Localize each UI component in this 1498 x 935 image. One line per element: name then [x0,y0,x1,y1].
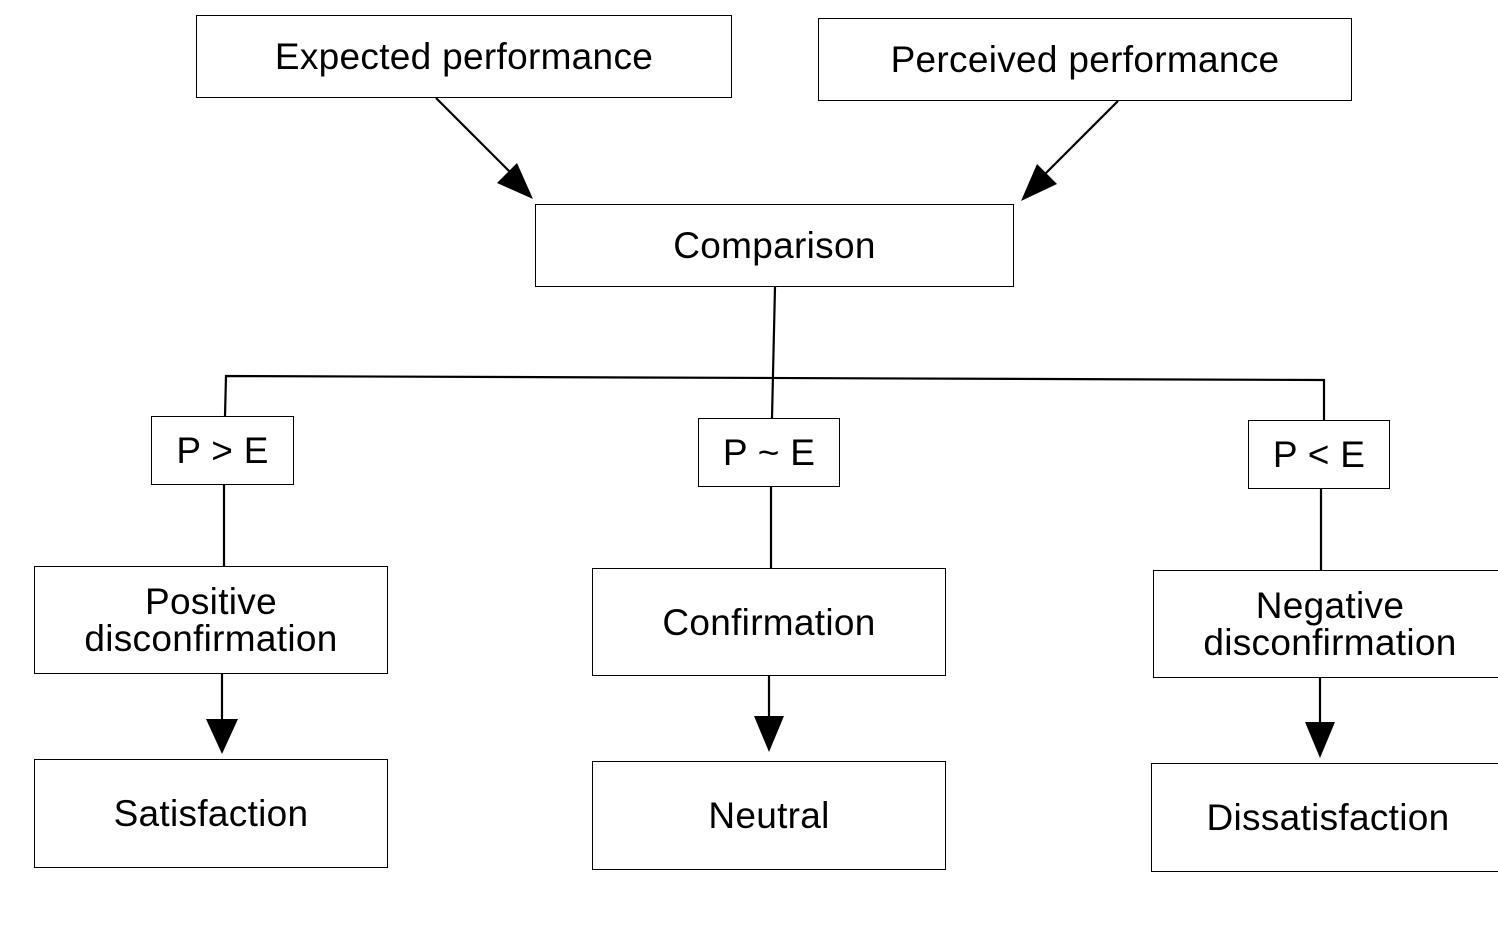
node-p-less-than-e: P < E [1248,420,1390,489]
edge-expected-to-comparison [435,97,513,175]
node-label: P > E [176,430,269,471]
node-expected-performance: Expected performance [196,15,732,98]
edge-comparison-stem [770,286,777,419]
node-perceived-performance: Perceived performance [818,18,1352,101]
node-label: Expected performance [274,36,654,77]
node-label-line-2: disconfirmation [84,618,338,659]
arrowhead-expected [497,163,533,199]
arrowhead-perceived [1021,164,1057,201]
node-p-approx-e: P ~ E [698,418,840,487]
node-label-line-1: Negative [1255,585,1405,626]
arrowhead-satisfaction [206,719,238,754]
edge-branch-bar [223,374,1326,420]
node-p-greater-than-e: P > E [151,416,294,485]
node-positive-disconfirmation: Positive disconfirmation [34,566,388,674]
arrowhead-dissatisfaction [1305,722,1335,758]
node-label: P ~ E [722,432,816,473]
node-label: Comparison [673,225,876,266]
node-label: Dissatisfaction [1206,797,1450,838]
node-comparison: Comparison [535,204,1014,287]
node-satisfaction: Satisfaction [34,759,388,868]
node-label: Satisfaction [113,793,309,834]
node-label: P < E [1272,434,1366,475]
node-dissatisfaction: Dissatisfaction [1151,763,1498,872]
node-neutral: Neutral [592,761,946,870]
node-negative-disconfirmation: Negative disconfirmation [1153,570,1498,678]
arrowhead-neutral [754,716,784,752]
node-confirmation: Confirmation [592,568,946,676]
edge-perceived-to-comparison [1042,100,1119,177]
node-label: Perceived performance [890,39,1280,80]
node-label-line-2: disconfirmation [1203,622,1457,663]
node-label-line-1: Positive [145,581,277,622]
node-label: Neutral [708,795,830,836]
node-label: Confirmation [662,601,876,643]
